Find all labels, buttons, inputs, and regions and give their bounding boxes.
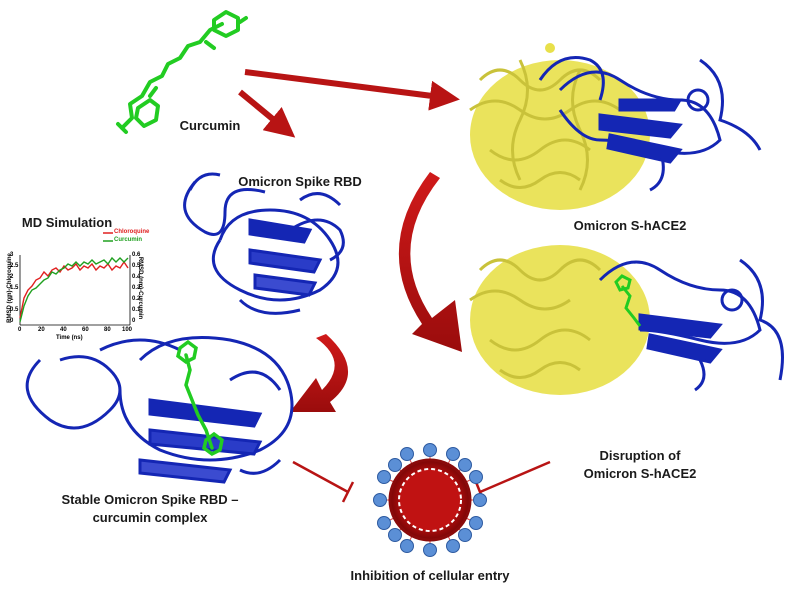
x-tick: 0 xyxy=(18,327,22,333)
x-tick: 80 xyxy=(104,327,111,333)
curcumin-molecule xyxy=(116,10,248,134)
y-tick: 0.6 xyxy=(132,252,141,258)
md-simulation-label: MD Simulation xyxy=(21,215,113,230)
curved-arrow-ace2-to-disruption xyxy=(398,172,462,352)
y-tick: 0.1 xyxy=(132,307,141,313)
md-simulation-chart xyxy=(19,232,131,326)
omicron-rbd-structure xyxy=(183,172,345,315)
y-tick: 1.5 xyxy=(10,285,19,291)
inhibit-line-right xyxy=(474,460,551,503)
arrow-curcumin-to-rbd xyxy=(238,89,296,138)
legend-curcumin: Curcumin xyxy=(114,237,143,243)
stable-complex-label-line1: Stable Omicron Spike RBD – xyxy=(61,492,239,507)
y-tick: 0 xyxy=(10,318,14,324)
y-tick: 0 xyxy=(132,318,136,324)
chloroquine-series xyxy=(19,260,129,319)
arrow-curcumin-to-ace2 xyxy=(244,69,460,111)
omicron-ace2-complex-structure xyxy=(469,43,762,210)
x-tick: 60 xyxy=(82,327,89,333)
omicron-rbd-label: Omicron Spike RBD xyxy=(238,174,362,189)
y-tick: 3 xyxy=(10,252,14,258)
stable-complex-label-line2: curcumin complex xyxy=(92,510,208,525)
stable-complex-structure xyxy=(25,336,294,484)
x-ticks: 0 20 40 60 80 100 xyxy=(16,327,136,335)
disruption-complex-structure xyxy=(469,245,784,395)
x-tick: 20 xyxy=(38,327,45,333)
disruption-label-line1: Disruption of xyxy=(599,448,681,463)
curcumin-series xyxy=(19,256,129,323)
inhibit-line-left xyxy=(292,460,355,503)
curcumin-label: Curcumin xyxy=(179,118,241,133)
virus-particle xyxy=(373,443,487,557)
y-tick: 0.4 xyxy=(132,274,141,280)
y-tick: 0.5 xyxy=(132,263,141,269)
x-tick: 100 xyxy=(122,327,133,333)
disruption-label-line2: Omicron S-hACE2 xyxy=(583,466,697,481)
inhibition-label: Inhibition of cellular entry xyxy=(350,568,510,583)
y-ticks-right: 0.6 0.5 0.4 0.3 0.2 0.1 0 xyxy=(132,252,144,328)
y-ticks-left: 3 2.5 2 1.5 1 0.5 0 xyxy=(10,252,20,328)
omicron-ace2-label: Omicron S-hACE2 xyxy=(573,218,687,233)
bound-curcumin-ligand xyxy=(176,339,224,457)
y-tick: 0.3 xyxy=(132,285,141,291)
y-tick: 2.5 xyxy=(10,263,19,269)
y-tick: 2 xyxy=(10,274,14,280)
x-tick: 40 xyxy=(60,327,67,333)
y-tick: 1 xyxy=(10,296,14,302)
curved-arrow-rbd-to-complex xyxy=(290,334,349,412)
chart-xlabel: Time (ns) xyxy=(56,335,83,341)
y-tick: 0.2 xyxy=(132,296,141,302)
legend-chloroquine: Chloroquine xyxy=(114,229,150,235)
y-tick: 0.5 xyxy=(10,307,19,313)
